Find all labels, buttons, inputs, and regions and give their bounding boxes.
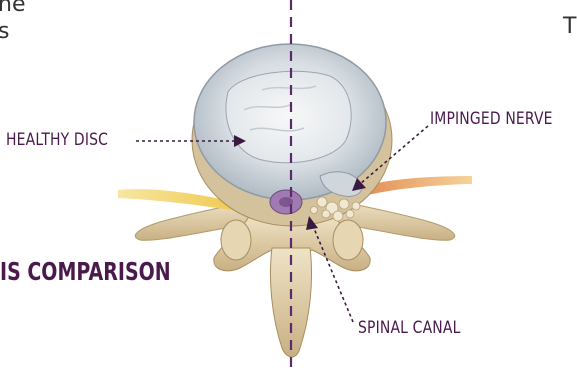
left-facet-joint	[221, 220, 251, 260]
healthy-disc-label: HEALTHY DISC	[6, 130, 108, 150]
disc-nucleus	[226, 71, 351, 163]
right-facet-joint	[333, 220, 363, 260]
comparison-heading: IS COMPARISON	[0, 257, 171, 286]
impinged-nerve-label: IMPINGED NERVE	[430, 109, 553, 129]
spinal-canal-label: SPINAL CANAL	[358, 318, 461, 338]
